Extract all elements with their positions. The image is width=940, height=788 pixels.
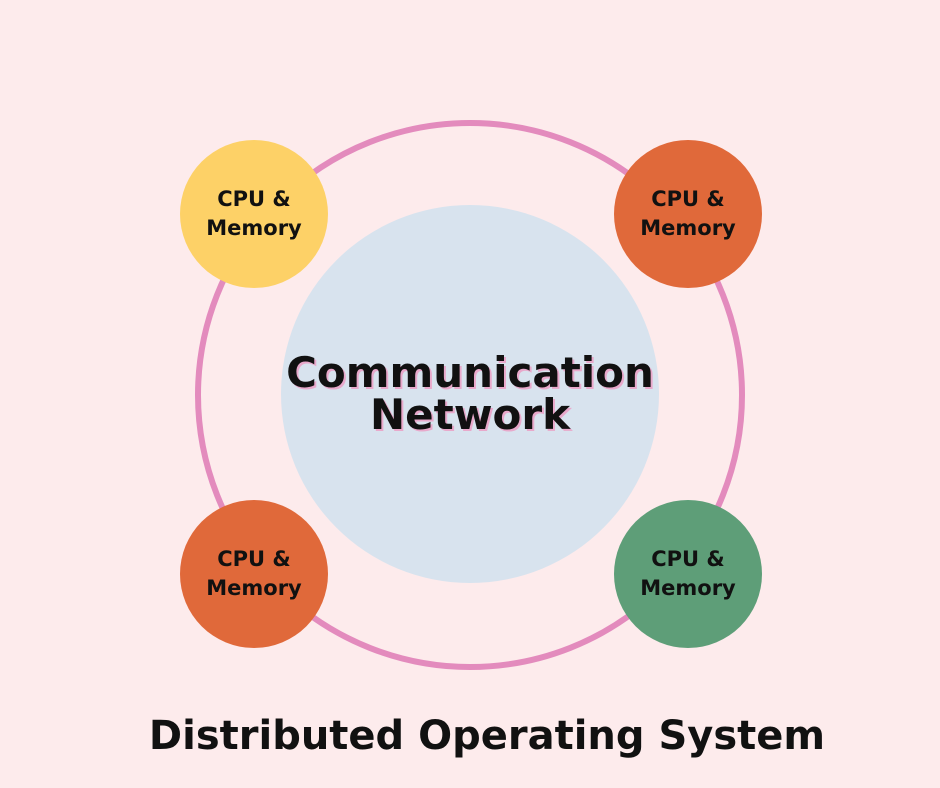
hub-label-line2: Network [369, 390, 570, 439]
cpu-memory-node-top-right: CPU & Memory [614, 140, 762, 288]
hub-label-line1: Communication [286, 348, 654, 397]
network-ring [195, 120, 745, 670]
communication-network-hub: Communication Network [281, 205, 659, 583]
node-label-line1: CPU & [217, 187, 291, 211]
node-label-line2: Memory [206, 216, 302, 240]
node-label-line1: CPU & [651, 187, 725, 211]
node-label-line2: Memory [206, 576, 302, 600]
node-label-line2: Memory [640, 576, 736, 600]
cpu-memory-node-bottom-right: CPU & Memory [614, 500, 762, 648]
node-label-line2: Memory [640, 216, 736, 240]
cpu-memory-node-top-left: CPU & Memory [180, 140, 328, 288]
node-label-line1: CPU & [651, 547, 725, 571]
node-label-line1: CPU & [217, 547, 291, 571]
cpu-memory-node-bottom-left: CPU & Memory [180, 500, 328, 648]
diagram-caption: Distributed Operating System [148, 713, 826, 759]
